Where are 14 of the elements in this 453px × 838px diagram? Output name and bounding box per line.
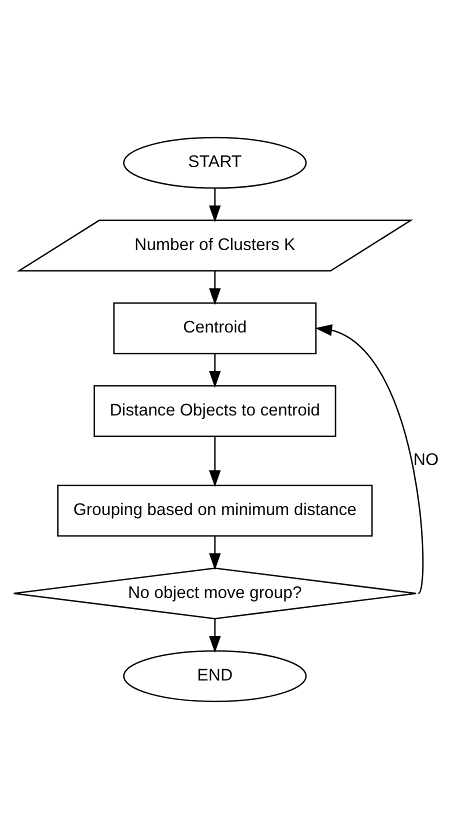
arrow [315, 324, 424, 594]
arrow [209, 270, 221, 305]
arrow [209, 353, 221, 388]
node-box: Centroid [113, 302, 317, 354]
edge-label: NO [413, 450, 439, 469]
node-box: Distance Objects to centroid [94, 384, 336, 437]
arrow [209, 536, 221, 570]
arrow [209, 188, 221, 222]
arrow [209, 618, 221, 652]
node-ellipse: START [123, 136, 307, 188]
node-diamond: No object move group? [13, 566, 417, 619]
node-box: Grouping based on minimum distance [57, 484, 373, 536]
node-ellipse: END [123, 650, 307, 702]
arrow [209, 436, 221, 487]
